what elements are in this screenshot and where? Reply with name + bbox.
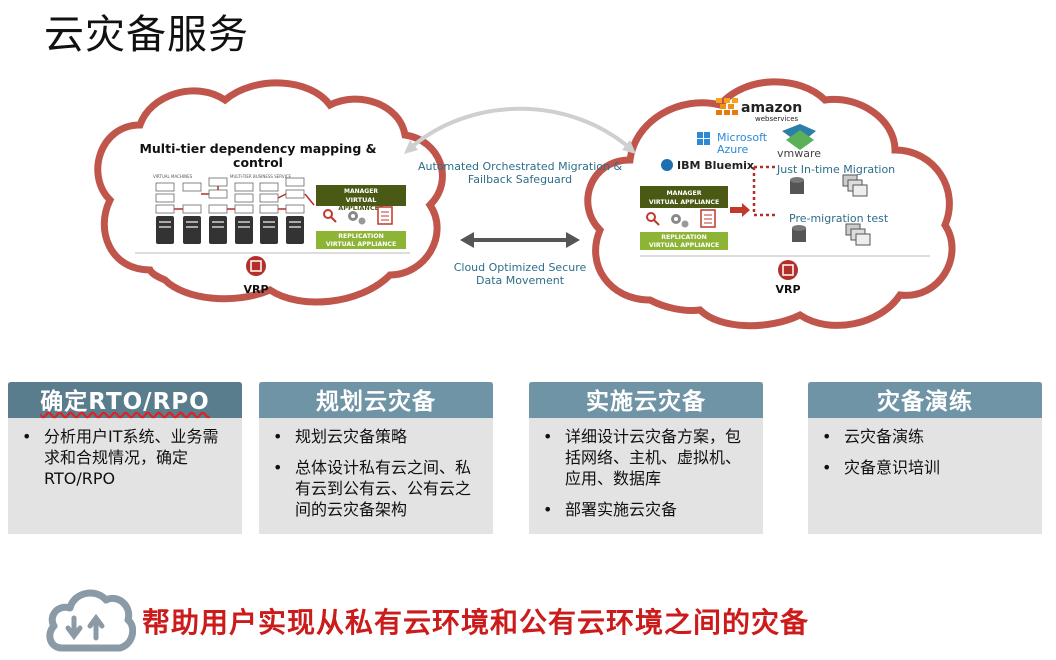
microsoft-azure-logo: Microsoft Azure [697,131,768,156]
cloud-sync-icon [46,589,136,652]
top-arrow-label-line2: Failback Safeguard [468,173,572,186]
pre-migration-label: Pre-migration test [789,212,889,225]
step-card-2-item: 总体设计私有云之间、私有云到公有云、公有云之间的云灾备架构 [273,457,483,520]
step-card-2-item: 规划云灾备策略 [273,426,483,447]
database-icon-2 [792,225,806,242]
step-card-4-item: 云灾备演练 [822,426,1032,447]
document-icon-left [377,206,393,225]
vmware-label: vmware [777,147,821,160]
left-manager-label-2: VIRTUAL [346,196,377,204]
left-manager-appliance [316,185,406,206]
left-replication-label-2: VIRTUAL APPLIANCE [326,241,396,248]
right-replication-appliance [640,232,728,250]
webservices-label: webservices [755,115,799,123]
step-card-4-heading: 灾备演练 [808,382,1042,418]
step-card-2-heading: 规划云灾备 [259,382,493,418]
right-manager-label-1: MANAGER [667,190,702,197]
step-card-3-heading: 实施云灾备 [529,382,763,418]
vrp-icon-left [246,256,266,276]
right-replication-label-2: VIRTUAL APPLIANCE [649,242,719,249]
server-stack-6 [285,177,305,244]
page-title: 云灾备服务 [44,12,249,58]
step-card-1-item: 分析用户IT系统、业务需求和合规情况，确定RTO/RPO [22,426,232,489]
right-vrp-label: VRP [775,283,800,296]
left-cloud-heading-line1: Multi-tier dependency mapping & [139,141,376,156]
step-card-1: 确定RTO/RPO 分析用户IT系统、业务需求和合规情况，确定RTO/RPO [8,382,242,534]
just-in-time-label: Just In-time Migration [776,163,895,176]
left-replication-appliance [316,231,406,249]
migration-dotted-bracket [752,165,775,217]
document-icon-right [700,209,716,228]
server-stack-3 [208,177,228,244]
right-replication-label-1: REPLICATION [661,234,707,241]
bottom-arrowhead-left [460,232,474,248]
left-manager-label-1: MANAGER [344,188,378,195]
bottom-tagline: 帮助用户实现从私有云环境和公有云环境之间的灾备 [142,606,810,639]
left-manager-label-3: APPLIANCES [338,204,384,212]
microsoft-label: Microsoft [717,131,768,144]
step-card-4: 灾备演练 云灾备演练 灾备意识培训 [808,382,1042,534]
server-stacks [155,177,315,244]
amazon-label: amazon [741,100,802,116]
left-tiny-label-vms: VIRTUAL MACHINES [153,174,193,179]
vm-stack-icon-2 [845,223,871,246]
azure-label: Azure [717,143,749,156]
server-stack-4 [234,182,254,244]
step-card-2: 规划云灾备 规划云灾备策略 总体设计私有云之间、私有云到公有云、公有云之间的云灾… [259,382,493,534]
top-curved-arrow [406,106,634,152]
top-arrowhead-left [404,140,418,154]
left-replication-label-1: REPLICATION [338,233,384,240]
step-card-2-list: 规划云灾备策略 总体设计私有云之间、私有云到公有云、公有云之间的云灾备架构 [273,426,483,520]
step-card-3-list: 详细设计云灾备方案，包括网络、主机、虚拟机、应用、数据库 部署实施云灾备 [543,426,753,520]
step-card-3-item: 详细设计云灾备方案，包括网络、主机、虚拟机、应用、数据库 [543,426,753,489]
right-manager-appliance [640,186,728,208]
step-card-4-item: 灾备意识培训 [822,457,1032,478]
magnifier-icon-right [646,212,660,226]
left-vrp-label: VRP [243,283,268,296]
top-arrow-label-line1: Automated Orchestrated Migration & [418,160,623,173]
vmware-logo: vmware [777,124,821,160]
vm-stack-icon-1 [842,174,868,197]
bottom-arrowhead-right [566,232,580,248]
gears-icon-right [671,214,689,228]
right-cloud-shape [584,78,956,330]
amazon-logo: amazon webservices [716,98,802,123]
step-card-4-list: 云灾备演练 灾备意识培训 [822,426,1032,478]
database-icon-1 [790,177,804,194]
step-card-1-heading: 确定RTO/RPO [8,382,242,418]
red-arrow-icon [730,203,750,217]
right-manager-label-2: VIRTUAL APPLIANCE [649,199,719,206]
bottom-arrow-label-line2: Data Movement [476,274,565,287]
step-card-3-item: 部署实施云灾备 [543,499,753,520]
vrp-icon-right [778,260,798,280]
top-arrowhead-right [622,140,636,154]
step-card-1-list: 分析用户IT系统、业务需求和合规情况，确定RTO/RPO [22,426,232,489]
bottom-arrow-label-line1: Cloud Optimized Secure [454,261,587,274]
architecture-diagram: Multi-tier dependency mapping & control … [94,78,956,330]
ibm-bluemix-label: IBM Bluemix [677,159,754,172]
magnifier-icon-left [323,209,337,223]
server-stack-2 [182,182,202,244]
left-tiny-label-service: MULTI-TIER BUSINESS SERVICE [230,174,292,179]
server-stack-5 [259,182,279,244]
dependency-links [174,186,315,210]
left-cloud-heading-line2: control [233,155,283,170]
ibm-bluemix-logo: IBM Bluemix [661,159,754,172]
step-card-3: 实施云灾备 详细设计云灾备方案，包括网络、主机、虚拟机、应用、数据库 部署实施云… [529,382,763,534]
gears-icon-left [348,211,366,225]
server-stack-1 [155,182,175,244]
